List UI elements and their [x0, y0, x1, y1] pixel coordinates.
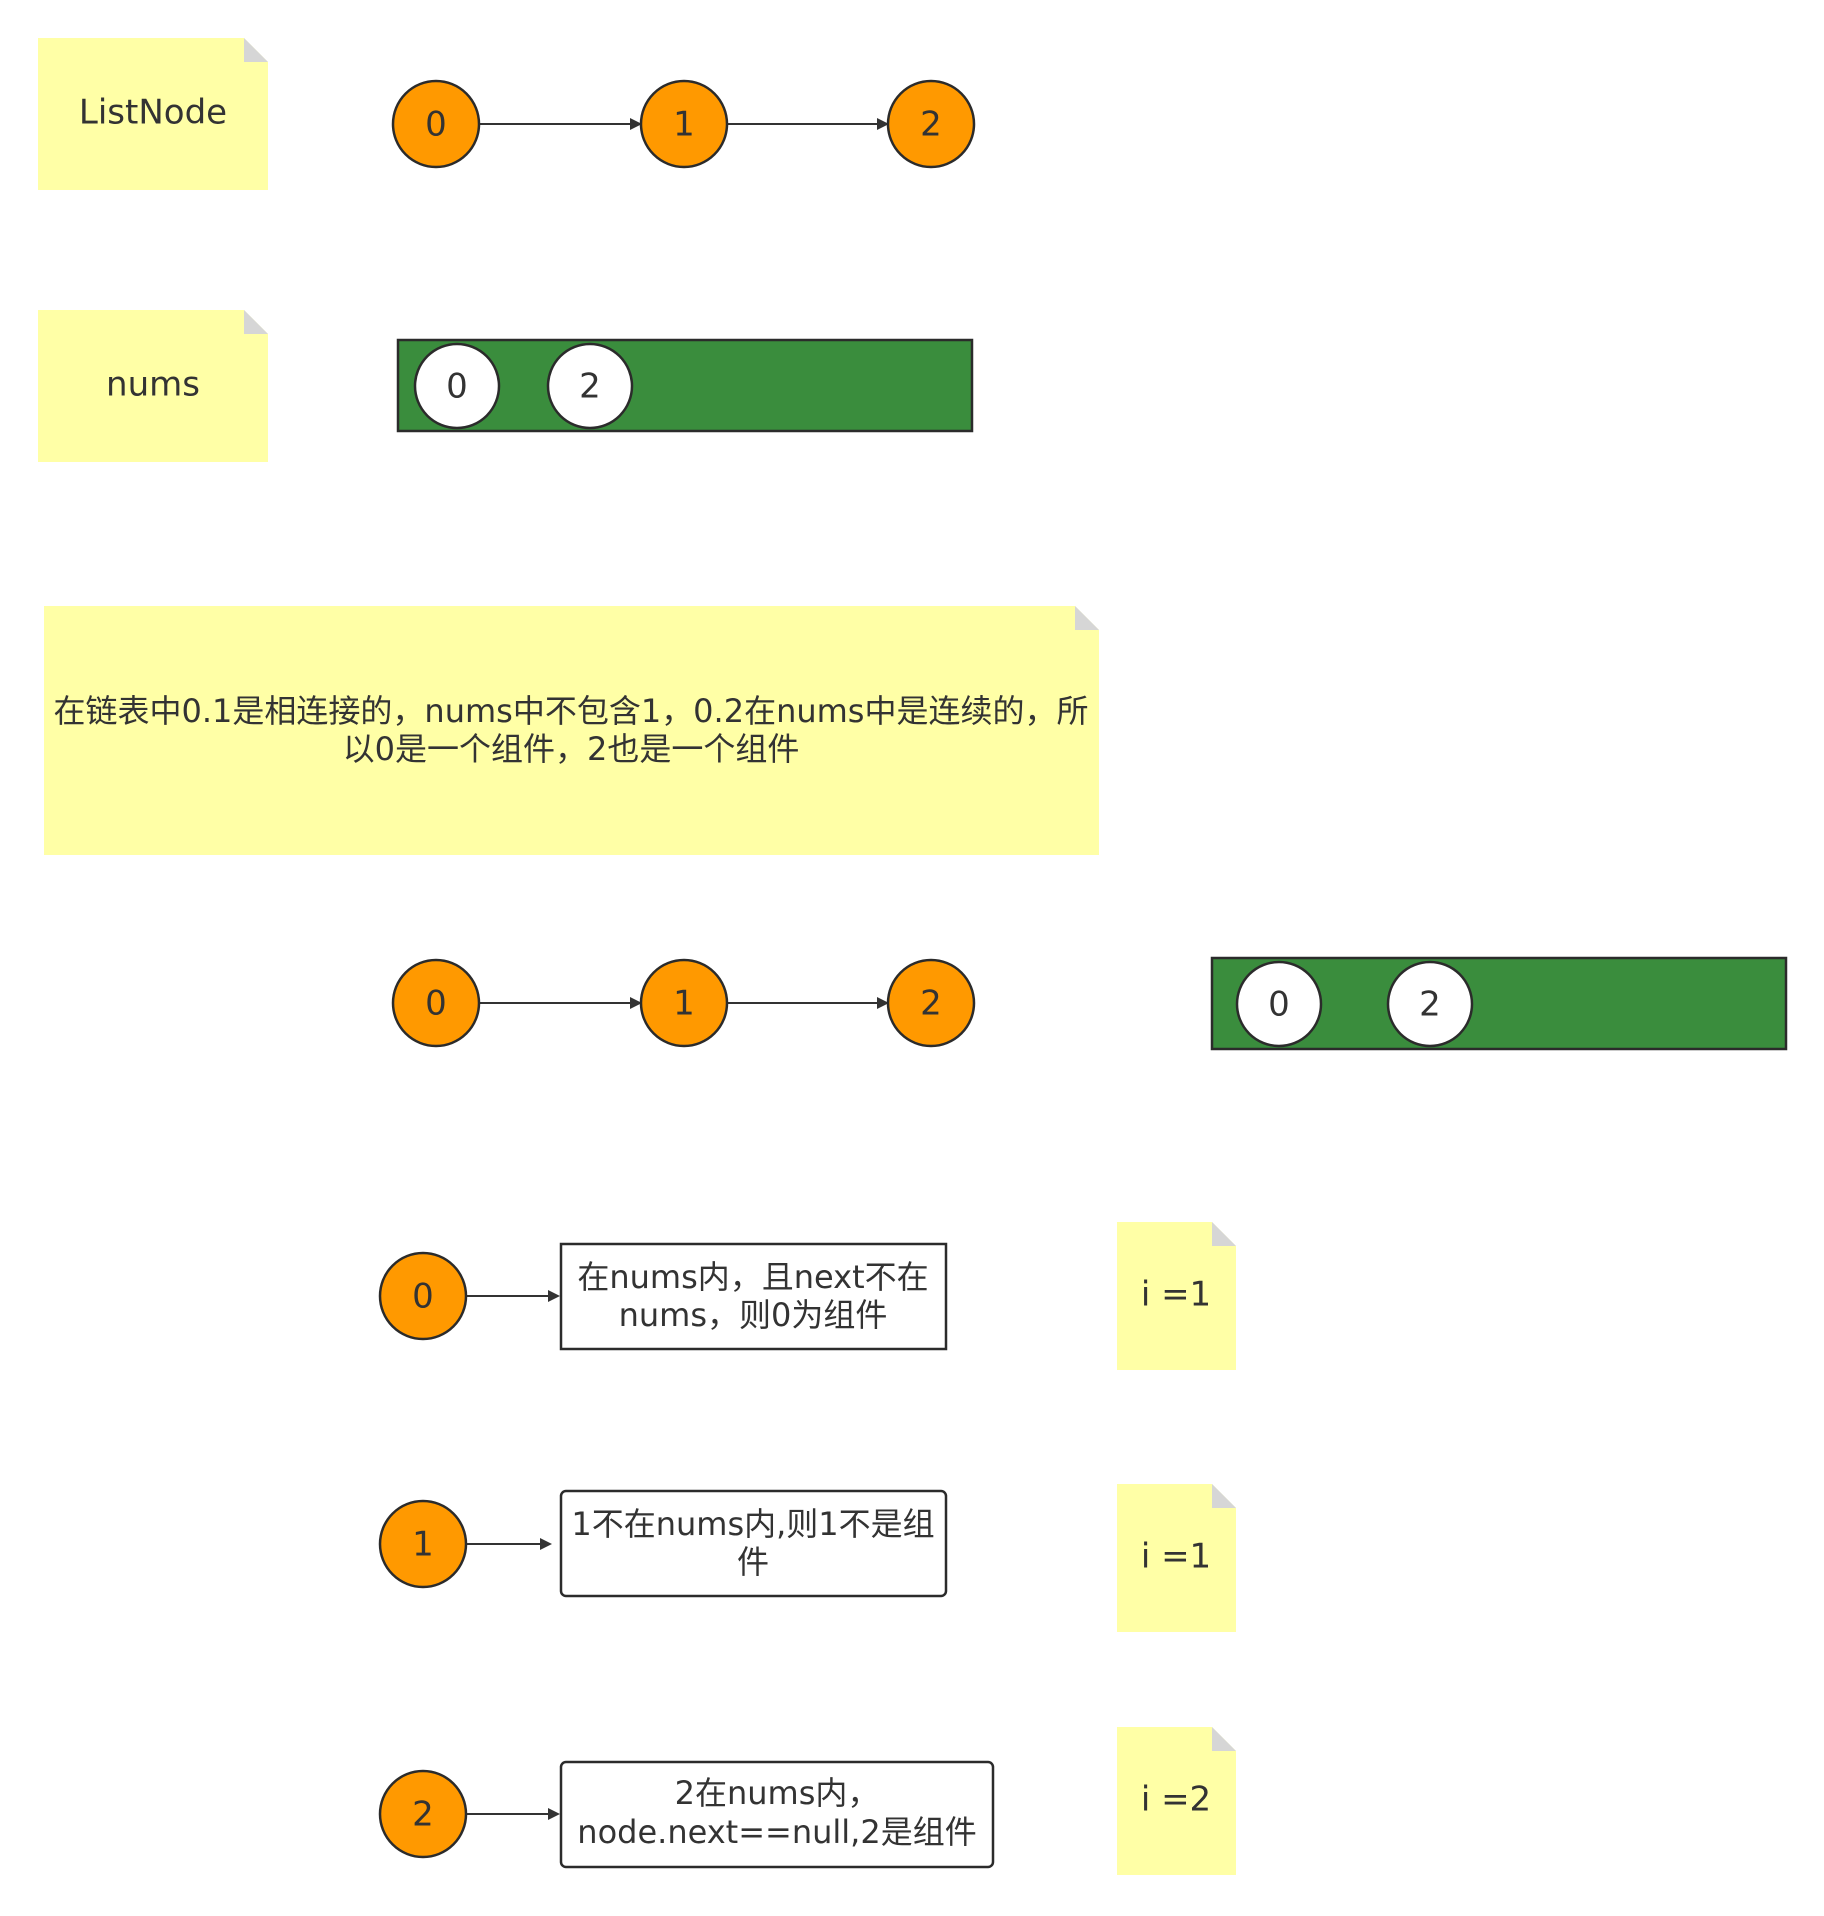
note-fold [1212, 1484, 1236, 1508]
list-node-2[interactable]: 2 [886, 958, 976, 1048]
step-node-value: 0 [412, 1277, 434, 1317]
list-node-value: 1 [673, 984, 695, 1024]
note-body [1117, 1222, 1236, 1370]
note-i-row-1[interactable]: i =1 [1117, 1222, 1236, 1370]
list-node-value: 2 [920, 105, 942, 145]
i-value-label: i =2 [1141, 1780, 1211, 1820]
note-body [44, 606, 1099, 855]
list-node-value: 0 [425, 984, 447, 1024]
step-text-line-1: 1不在nums内,则1不是组 [571, 1505, 934, 1543]
note-fold [1212, 1222, 1236, 1246]
step-text-line-2: node.next==null,2是组件 [577, 1813, 976, 1851]
note-fold [244, 38, 268, 62]
step-text-line-2: 件 [737, 1543, 769, 1581]
nums-item-value: 0 [446, 367, 468, 407]
step-text-line-2: nums，则0为组件 [619, 1296, 888, 1334]
note-fold [1212, 1727, 1236, 1751]
note-listnode[interactable]: ListNode [38, 38, 268, 190]
list-node-0[interactable]: 0 [391, 958, 481, 1048]
list-node-1[interactable]: 1 [639, 958, 729, 1048]
step-explanation-box[interactable]: 2在nums内， node.next==null,2是组件 [559, 1760, 995, 1869]
linked-list-top: 0 1 2 [391, 79, 976, 169]
note-i-row-2[interactable]: i =1 [1117, 1484, 1236, 1632]
note-listnode-label: ListNode [79, 93, 227, 133]
step-explanation-box[interactable]: 1不在nums内,则1不是组 件 [559, 1489, 948, 1598]
note-explanation[interactable]: 在链表中0.1是相连接的，nums中不包含1，0.2在nums中是连续的，所 以… [44, 606, 1099, 855]
step-node-0[interactable]: 0 [378, 1251, 468, 1341]
step-node-value: 1 [412, 1525, 434, 1565]
nums-item-1[interactable]: 2 [1386, 960, 1474, 1048]
step-text-line-1: 2在nums内， [675, 1774, 880, 1812]
list-node-2[interactable]: 2 [886, 79, 976, 169]
nums-array-top: 0 2 [396, 338, 974, 433]
note-nums-label: nums [106, 365, 200, 405]
explanation-line-1: 在链表中0.1是相连接的，nums中不包含1，0.2在nums中是连续的，所 [54, 692, 1089, 730]
linked-list-middle: 0 1 2 [391, 958, 976, 1048]
step-node-value: 2 [412, 1795, 434, 1835]
step-explanation-box[interactable]: 在nums内，且next不在 nums，则0为组件 [559, 1242, 948, 1351]
note-fold [1075, 606, 1099, 630]
note-i-row-3[interactable]: i =2 [1117, 1727, 1236, 1875]
step-node-2[interactable]: 2 [378, 1769, 468, 1859]
nums-item-value: 0 [1268, 985, 1290, 1025]
list-node-1[interactable]: 1 [639, 79, 729, 169]
note-body [38, 310, 268, 462]
note-body [38, 38, 268, 190]
explanation-line-2: 以0是一个组件，2也是一个组件 [343, 730, 800, 768]
note-fold [244, 310, 268, 334]
list-node-value: 1 [673, 105, 695, 145]
step-node-1[interactable]: 1 [378, 1499, 468, 1589]
nums-item-value: 2 [579, 367, 601, 407]
list-node-0[interactable]: 0 [391, 79, 481, 169]
note-body [1117, 1727, 1236, 1875]
note-nums[interactable]: nums [38, 310, 268, 462]
step-row-1: 1 1不在nums内,则1不是组 件 [378, 1489, 948, 1598]
nums-item-0[interactable]: 0 [413, 342, 501, 430]
step-row-0: 0 在nums内，且next不在 nums，则0为组件 [378, 1242, 948, 1351]
step-row-2: 2 2在nums内， node.next==null,2是组件 [378, 1760, 995, 1869]
nums-item-0[interactable]: 0 [1235, 960, 1323, 1048]
step-text-line-1: 在nums内，且next不在 [577, 1258, 928, 1296]
list-node-value: 0 [425, 105, 447, 145]
nums-item-value: 2 [1419, 985, 1441, 1025]
nums-item-1[interactable]: 2 [546, 342, 634, 430]
i-value-label: i =1 [1141, 1275, 1211, 1315]
list-node-value: 2 [920, 984, 942, 1024]
nums-array-middle: 0 2 [1210, 956, 1788, 1051]
i-value-label: i =1 [1141, 1537, 1211, 1577]
note-body [1117, 1484, 1236, 1632]
